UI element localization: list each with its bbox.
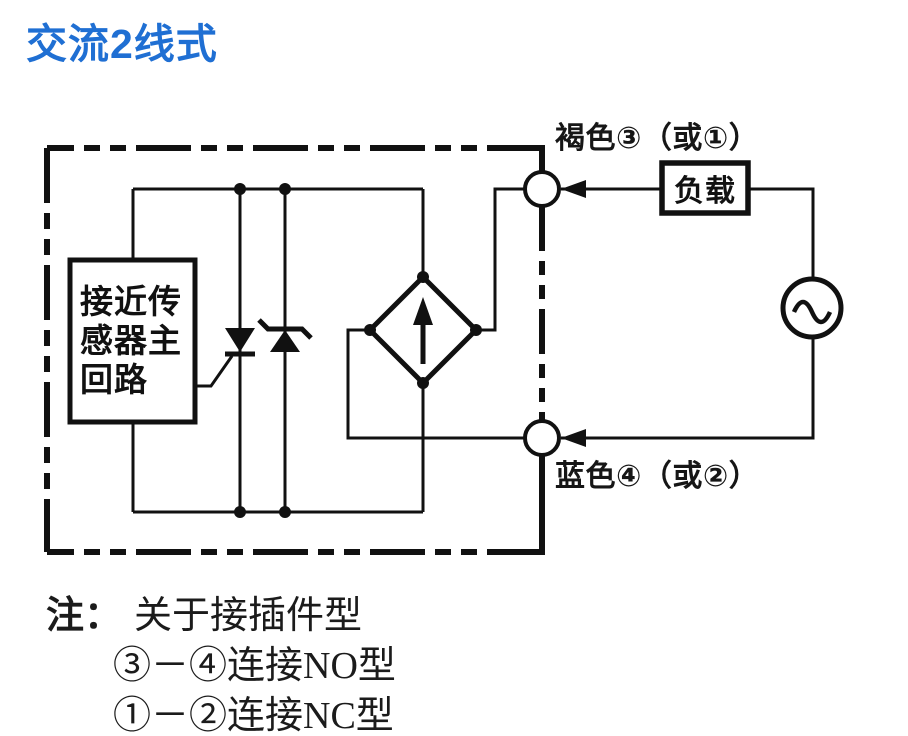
wire-bridge-right-to-upper-terminal bbox=[476, 187, 524, 332]
ac-sine-wave bbox=[791, 299, 833, 325]
zener-triangle bbox=[270, 330, 300, 352]
sensor-box-label: 接近传 感器主 回路 bbox=[80, 283, 182, 398]
thyristor-gate-wire bbox=[195, 355, 234, 388]
junction-dot bbox=[470, 324, 482, 336]
arrow-into-upper-terminal-icon bbox=[561, 180, 586, 198]
note-line-2: ③－④连接NO型 bbox=[113, 645, 396, 687]
zener-diode-icon bbox=[257, 318, 313, 352]
lower-terminal-circle bbox=[523, 419, 561, 457]
note-line-3: ①－②连接NC型 bbox=[113, 695, 394, 736]
junction-dot bbox=[279, 183, 291, 195]
sensor-enclosure-border bbox=[44, 145, 545, 555]
sensor-main-circuit-box bbox=[67, 257, 198, 425]
lower-terminal-label: 蓝色④（或②） bbox=[555, 460, 760, 493]
arrow-into-lower-terminal-icon bbox=[561, 429, 586, 447]
junction-dot bbox=[279, 506, 291, 518]
junction-dots bbox=[234, 183, 482, 518]
upper-terminal-label: 褐色③（或①） bbox=[555, 122, 760, 155]
junction-dot bbox=[364, 324, 376, 336]
wire-load-to-ac-source bbox=[748, 187, 815, 279]
wire-ac-source-to-lower-terminal bbox=[561, 337, 815, 440]
bridge-arrow-head bbox=[413, 297, 433, 325]
external-wires bbox=[561, 187, 815, 440]
wire-bridge-left-to-lower-terminal bbox=[346, 328, 524, 440]
junction-dot bbox=[234, 506, 246, 518]
junction-dot bbox=[417, 377, 429, 389]
upper-terminal-circle bbox=[523, 170, 561, 208]
load-label: 负载 bbox=[674, 175, 736, 208]
note-line-1: 关于接插件型 bbox=[134, 595, 363, 637]
bridge-rectifier-icon bbox=[366, 273, 480, 387]
note-prefix: 注： bbox=[46, 595, 123, 637]
page-title: 交流2线式 bbox=[26, 21, 218, 67]
load-box bbox=[659, 160, 751, 216]
thyristor-triangle bbox=[225, 328, 255, 352]
junction-dot bbox=[234, 183, 246, 195]
ac-source-icon bbox=[780, 276, 844, 340]
zener-bar bbox=[257, 318, 313, 340]
junction-dot bbox=[417, 271, 429, 283]
thyristor-icon bbox=[195, 328, 255, 388]
